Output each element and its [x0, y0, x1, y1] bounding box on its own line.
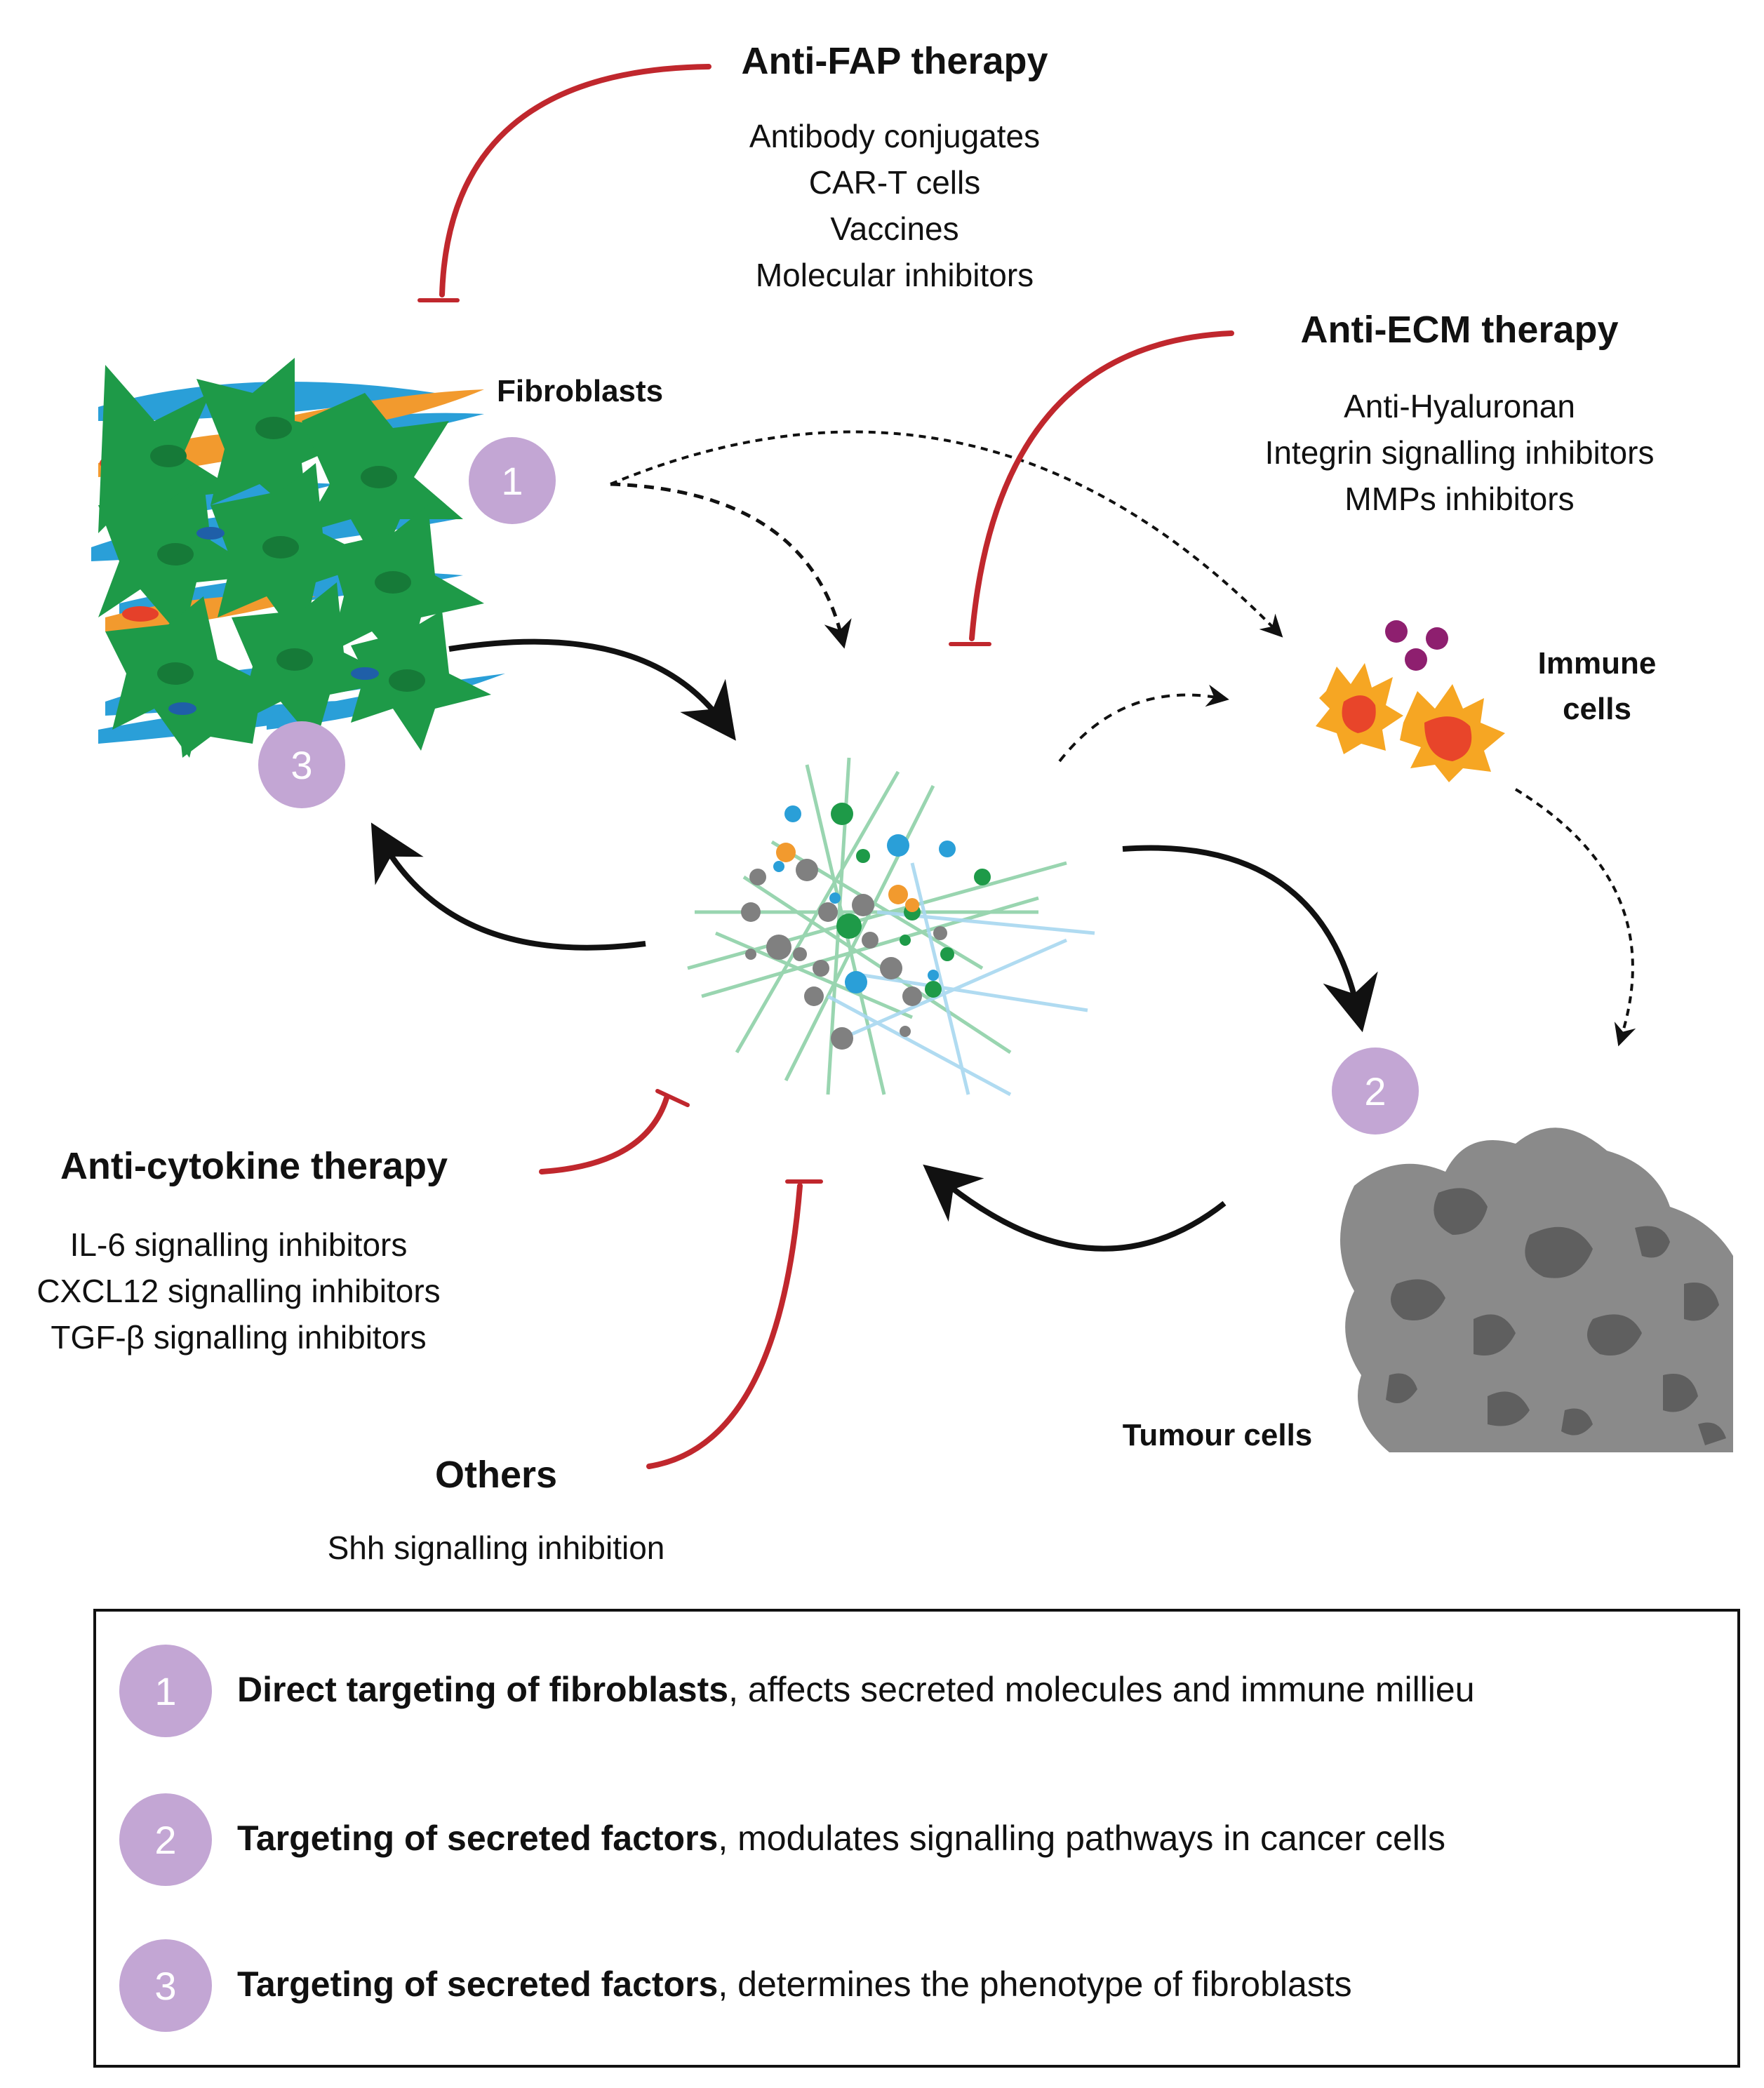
- legend-text-1: Direct targeting of fibroblasts, affects…: [237, 1670, 1475, 1709]
- svg-text:1: 1: [501, 459, 523, 503]
- anti-cytokine-title: Anti-cytokine therapy: [60, 1145, 448, 1187]
- legend-item-1: 1 Direct targeting of fibroblasts, affec…: [119, 1645, 1475, 1737]
- arrow-fibroblasts-to-ecm: [448, 638, 736, 741]
- fibroblasts-label: Fibroblasts: [497, 374, 663, 408]
- svg-text:Vaccines: Vaccines: [830, 210, 958, 247]
- inhibition-anti-cytokine: [539, 1095, 669, 1174]
- legend-text-2: Targeting of secreted factors, modulates…: [237, 1819, 1445, 1858]
- dashed-arrow-ecm-to-immune: [1058, 684, 1229, 763]
- anti-ecm-title: Anti-ECM therapy: [1300, 309, 1618, 351]
- immune-cells-label-line1: Immune: [1538, 646, 1657, 681]
- others-title: Others: [435, 1454, 557, 1496]
- dashed-arrow-immune-to-tumour: [1514, 788, 1636, 1047]
- legend-item-2: 2 Targeting of secreted factors, modulat…: [119, 1793, 1445, 1886]
- svg-text:CAR-T cells: CAR-T cells: [809, 164, 981, 201]
- tumour-cells-label: Tumour cells: [1123, 1418, 1313, 1452]
- anti-fap-block: Anti-FAP therapy Antibody conjugates CAR…: [741, 40, 1048, 293]
- arrow-ecm-to-tumour: [1122, 845, 1378, 1033]
- ecm-secreted-factors-image: [687, 757, 1095, 1097]
- svg-text:2: 2: [154, 1818, 176, 1862]
- legend-text-3: Targeting of secreted factors, determine…: [237, 1965, 1352, 2004]
- dashed-arrow-fibroblasts-to-ecm: [610, 482, 852, 649]
- anti-cytokine-block: Anti-cytokine therapy IL-6 signalling in…: [36, 1145, 448, 1356]
- svg-text:3: 3: [154, 1964, 176, 2008]
- svg-text:CXCL12 signalling inhibitors: CXCL12 signalling inhibitors: [36, 1273, 440, 1309]
- inhibition-anti-cytokine-bar: [655, 1089, 690, 1107]
- dashed-arrow-fibroblasts-to-immune: [610, 430, 1283, 638]
- svg-text:TGF-β signalling inhibitors: TGF-β signalling inhibitors: [51, 1319, 426, 1356]
- badge-1: 1: [469, 437, 556, 524]
- svg-text:Anti-Hyaluronan: Anti-Hyaluronan: [1344, 388, 1575, 424]
- arrow-ecm-to-fibroblasts: [370, 822, 646, 951]
- svg-text:Integrin signalling inhibitors: Integrin signalling inhibitors: [1265, 434, 1655, 471]
- svg-text:IL-6 signalling inhibitors: IL-6 signalling inhibitors: [70, 1226, 408, 1263]
- fibroblast-cluster-image: [91, 358, 505, 758]
- anti-fap-title: Anti-FAP therapy: [741, 40, 1048, 82]
- svg-text:2: 2: [1364, 1069, 1386, 1113]
- svg-text:3: 3: [290, 743, 312, 787]
- inhibition-lines: [417, 64, 1234, 1469]
- arrow-tumour-to-ecm: [923, 1164, 1227, 1252]
- svg-text:Molecular inhibitors: Molecular inhibitors: [756, 257, 1034, 293]
- legend-badge-2: [119, 1793, 212, 1886]
- tumour-cells-image: [1340, 1127, 1733, 1452]
- svg-text:Antibody conjugates: Antibody conjugates: [749, 118, 1040, 154]
- svg-text:Shh signalling inhibition: Shh signalling inhibition: [328, 1530, 665, 1566]
- legend-badge-3: [119, 1939, 212, 2032]
- immune-cells-image: [1316, 620, 1505, 782]
- others-block: Others Shh signalling inhibition: [328, 1454, 665, 1566]
- inhibition-anti-fap: [439, 64, 711, 297]
- legend-item-3: 3 Targeting of secreted factors, determi…: [119, 1939, 1352, 2032]
- svg-text:1: 1: [154, 1669, 176, 1713]
- badge-2: 2: [1332, 1048, 1419, 1135]
- inhibition-anti-ecm: [969, 330, 1234, 641]
- inhibition-others: [646, 1183, 803, 1469]
- legend-badge-1: [119, 1645, 212, 1737]
- svg-text:MMPs inhibitors: MMPs inhibitors: [1344, 481, 1574, 517]
- badge-3: 3: [258, 721, 345, 808]
- immune-cells-label-line2: cells: [1563, 692, 1631, 726]
- interaction-arrows: [370, 430, 1636, 1252]
- legend-box: 1 Direct targeting of fibroblasts, affec…: [93, 1609, 1740, 2068]
- anti-ecm-block: Anti-ECM therapy Anti-Hyaluronan Integri…: [1265, 309, 1655, 517]
